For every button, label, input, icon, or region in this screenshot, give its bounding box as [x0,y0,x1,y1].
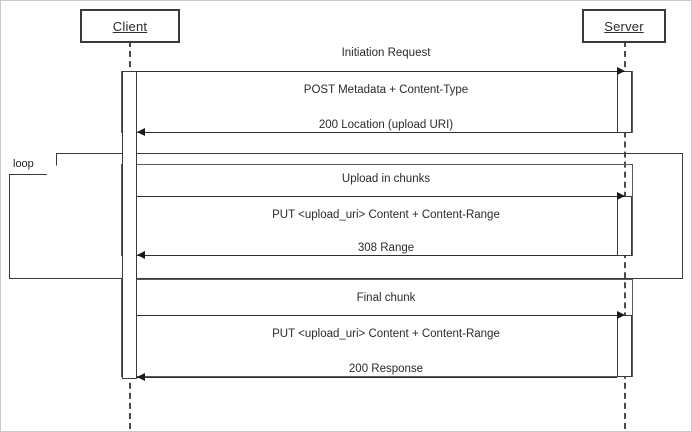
message-label-post-metadata: POST Metadata + Content-Type [303,84,469,96]
arrow-head-put-chunk [617,192,625,200]
message-line-post-metadata [137,71,625,72]
activation-server-upload-chunk [617,196,632,256]
message-line-put-chunk [137,196,625,197]
activation-server-initiation [617,71,632,133]
section-title-upload-chunks: Upload in chunks [341,173,431,185]
section-title-final-chunk: Final chunk [356,292,416,304]
participant-server[interactable]: Server [582,9,666,43]
message-line-200-location [137,132,617,133]
section-title-initiation: Initiation Request [341,47,431,59]
message-label-put-chunk: PUT <upload_uri> Content + Content-Range [272,209,500,221]
message-label-200-response: 200 Response [348,363,424,375]
participant-client-label: Client [112,18,148,34]
arrow-head-200-location [137,128,145,136]
message-label-200-location: 200 Location (upload URI) [318,119,454,131]
loop-fragment-frame [9,153,683,279]
participant-server-label: Server [604,18,644,34]
message-label-308-range: 308 Range [357,242,415,254]
arrow-head-308-range [137,251,145,259]
message-line-200-response [137,377,617,378]
message-line-put-final [137,315,625,316]
activation-server-final-chunk [617,315,632,377]
message-line-308-range [137,255,617,256]
participant-client[interactable]: Client [80,9,180,43]
loop-fragment-label: loop [13,157,34,170]
arrow-head-post-metadata [617,67,625,75]
activation-client [122,71,137,379]
arrow-head-200-response [137,373,145,381]
loop-fragment-tab: loop [9,153,57,175]
message-label-put-final: PUT <upload_uri> Content + Content-Range [272,328,500,340]
arrow-head-put-final [617,311,625,319]
